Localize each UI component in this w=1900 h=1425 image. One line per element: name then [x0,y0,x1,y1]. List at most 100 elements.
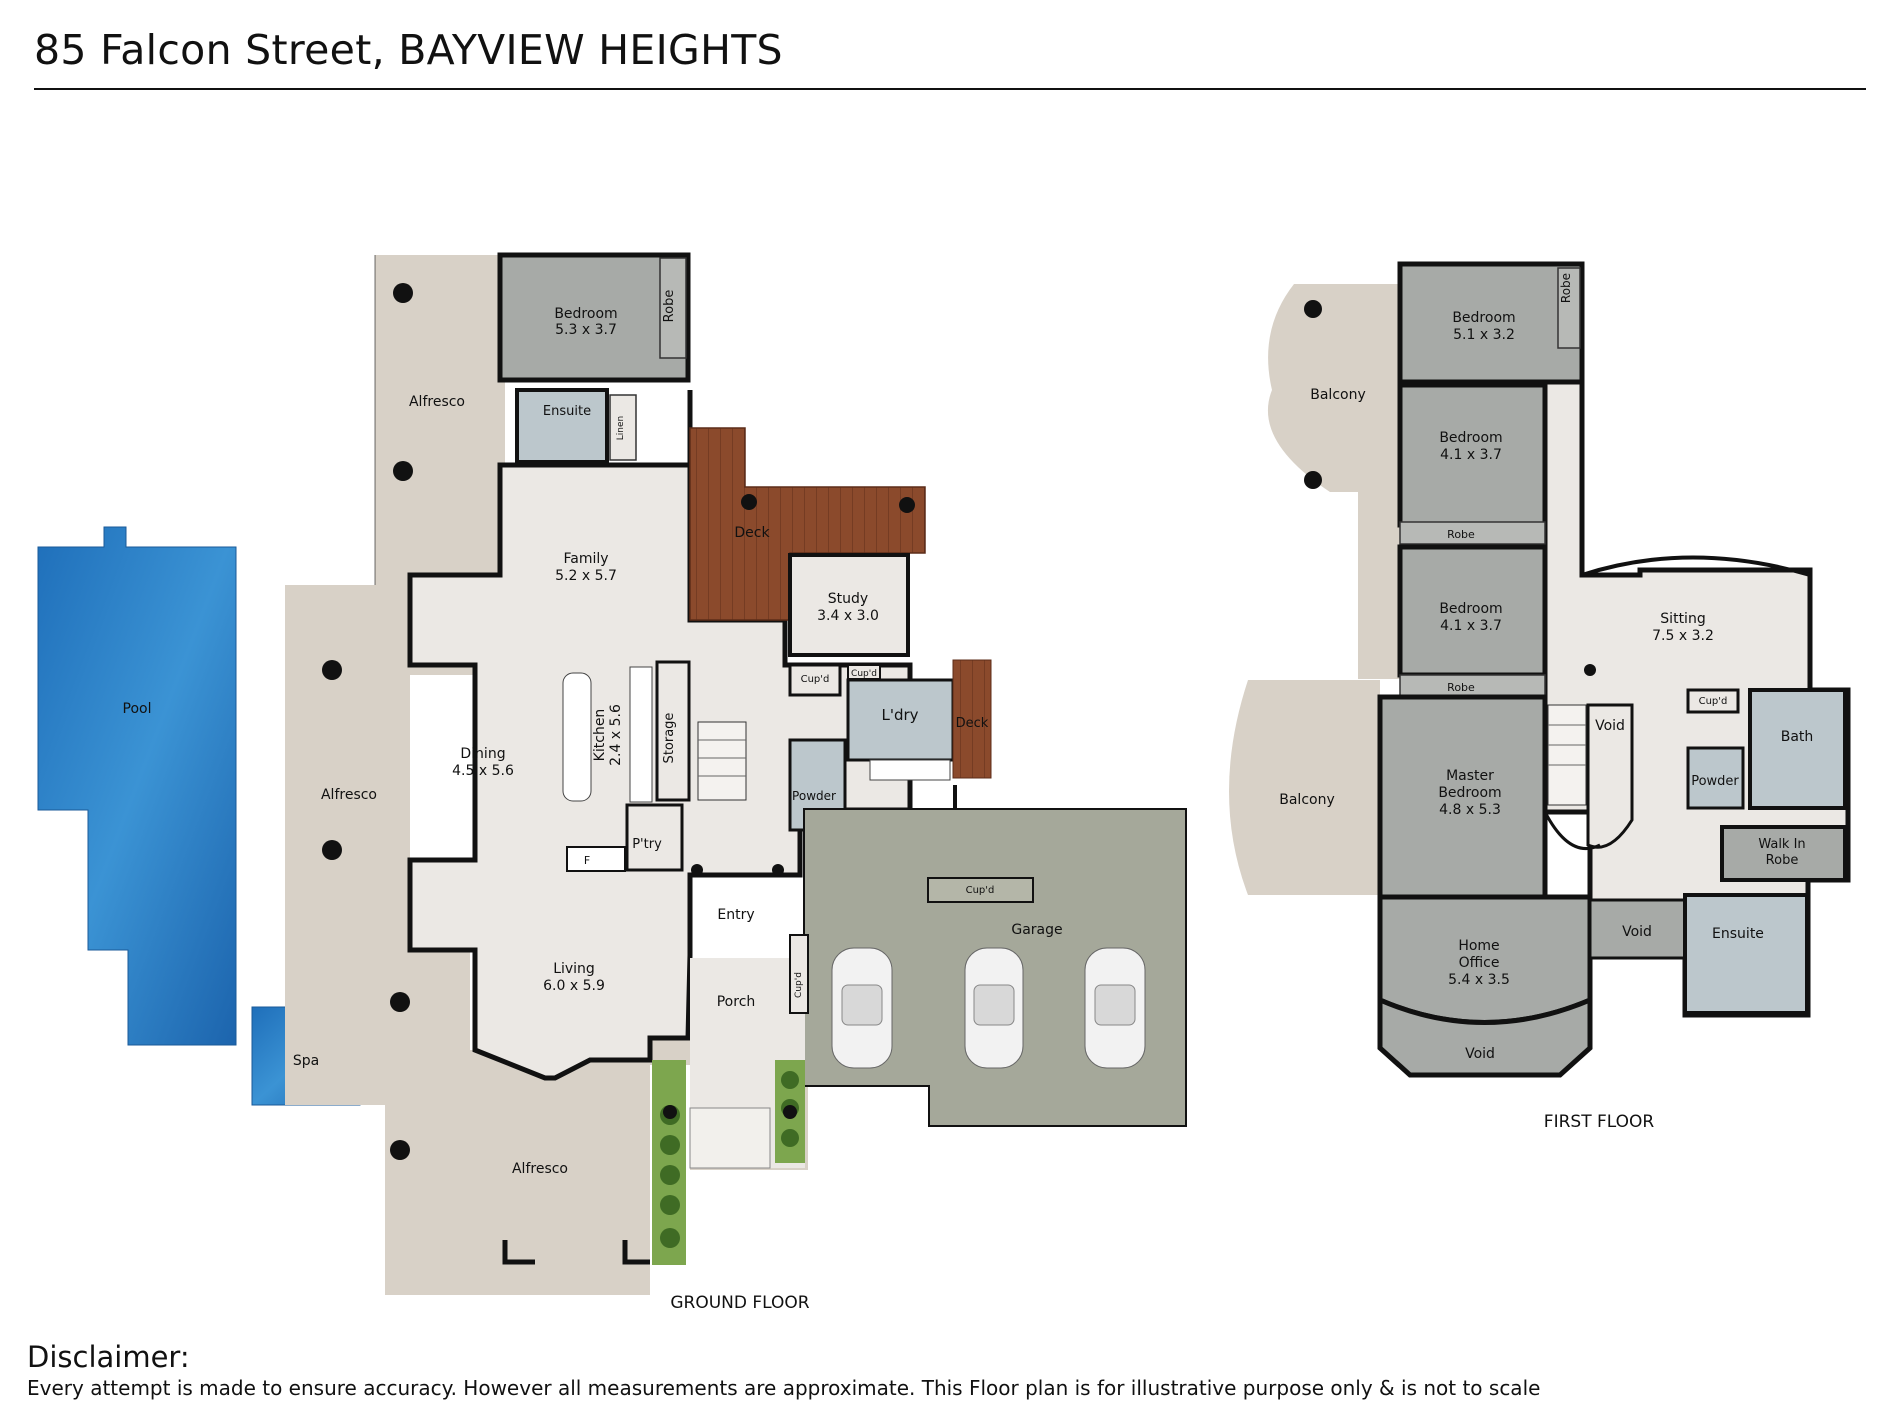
ground-floor-plan [37,252,1187,1295]
ff-balcony-top-label: Balcony [1310,387,1366,403]
ff-ensuite [1683,893,1809,1015]
ff-sitting-dims: 7.5 x 3.2 [1652,628,1714,644]
gf-laundry-bench [869,759,951,781]
gf-ensuite-label: Ensuite [543,404,591,419]
gf-bedroom-label: Bedroom [554,306,617,322]
ff-void-bottom-label: Void [1465,1046,1495,1062]
gf-laundry-label: L'dry [881,706,918,724]
gf-bedroom [497,252,691,383]
ff-bedroom-1-label: Bedroom [1452,310,1515,326]
gf-laundry [846,678,955,762]
fridge-bench [566,846,626,872]
ff-bedroom-3-label: Bedroom [1439,601,1502,617]
gf-powder-label: Powder [792,789,836,803]
car-2 [964,947,1024,1069]
ff-balcony-bottom-label: Balcony [1279,792,1335,808]
ff-void-mid-label: Void [1622,924,1652,940]
gf-dining-label: Dining [460,746,505,762]
gf-family-dims: 5.2 x 5.7 [555,568,617,584]
gf-entry-label: Entry [717,907,754,923]
ff-bedroom-2-label: Bedroom [1439,430,1502,446]
gf-robe [659,257,687,359]
gf-living-label: Living [553,961,595,977]
gf-study-label: Study [828,591,868,607]
ff-robe-1-label: Robe [1559,273,1573,303]
gf-cupd-porch [789,934,809,1014]
gf-cupd-garage [927,877,1034,903]
gf-linen [609,394,637,461]
gf-storage-label: Storage [662,713,677,764]
ff-balcony-bottom [1229,680,1380,895]
ff-cupd-label: Cup'd [1699,696,1728,707]
ff-powder-label: Powder [1691,774,1739,789]
gf-deck-label: Deck [734,525,770,541]
gf-spa-label: Spa [293,1053,319,1069]
ff-master-dims: 4.8 x 5.3 [1439,802,1501,818]
ff-walkin-label-2: Robe [1766,853,1799,868]
gf-deck [689,427,926,621]
storage-cupboard [655,660,691,802]
ground-floor-label: GROUND FLOOR [670,1293,809,1313]
first-floor-plan [1229,261,1851,1078]
ff-robe-1 [1557,267,1581,349]
gf-deck-small [952,659,992,779]
ff-bath [1748,688,1847,810]
ff-sitting-label: Sitting [1660,611,1705,627]
gf-linen-label: Linen [616,416,626,440]
gf-kitchen-dims: 2.4 x 5.6 [608,704,624,766]
gf-cupd-b-label: Cup'd [851,669,877,679]
ff-office-label-1: Home [1458,938,1499,954]
gf-fridge-label: F [584,854,590,867]
ff-bath-label: Bath [1781,729,1814,745]
gf-ensuite [515,388,609,464]
pool [37,526,237,1046]
ff-void-stair [1586,703,1634,849]
disclaimer-text: Every attempt is made to ensure accuracy… [27,1376,1541,1400]
gf-family-label: Family [563,551,608,567]
ff-master-label-2: Bedroom [1438,785,1501,801]
kitchen-island [562,672,592,802]
kitchen-bench [629,666,653,803]
gf-alfresco-bottom-label: Alfresco [512,1161,568,1177]
gf-garage-label: Garage [1011,922,1062,938]
gf-pantry-label: P'try [632,837,662,852]
ff-robe-2-label: Robe [1447,528,1475,541]
page-title: 85 Falcon Street, BAYVIEW HEIGHTS [34,26,783,74]
ff-bedroom-1 [1397,261,1585,385]
title-divider [34,88,1866,90]
ff-bedroom-1-dims: 5.1 x 3.2 [1453,327,1515,343]
ff-powder [1686,746,1745,810]
ff-robe-3-label: Robe [1447,681,1475,694]
ff-robe-2 [1399,521,1546,545]
ff-bedroom-3 [1397,544,1548,678]
ff-walkin-robe [1720,825,1847,882]
ff-bedroom-2 [1397,382,1548,528]
ff-master-label-1: Master [1446,768,1494,784]
gf-robe-label: Robe [662,290,677,323]
ff-walkin-label-1: Walk In [1758,837,1805,852]
gf-study [788,553,910,657]
gf-living-dims: 6.0 x 5.9 [543,978,605,994]
ff-office-label-2: Office [1459,955,1500,971]
ff-cupd [1686,688,1740,714]
ff-office-dims: 5.4 x 3.5 [1448,972,1510,988]
gf-stair [697,721,747,801]
gf-porch-label: Porch [717,994,756,1010]
ff-void-stair-label: Void [1595,718,1625,734]
gf-cupd-a [788,663,842,697]
gf-cupd-garage-label: Cup'd [966,885,995,896]
gf-alfresco-mid-label: Alfresco [321,787,377,803]
gf-cupd-porch-label: Cup'd [794,972,804,998]
gf-bedroom-dims: 5.3 x 3.7 [555,322,617,338]
gf-cupd-a-label: Cup'd [801,674,830,685]
ff-bedroom-3-dims: 4.1 x 3.7 [1440,618,1502,634]
car-3 [1084,947,1146,1069]
gf-pool-label: Pool [123,701,152,717]
ff-void-bottom [1377,996,1593,1078]
car-1 [831,947,893,1069]
gf-alfresco-top-label: Alfresco [409,394,465,410]
ff-ensuite-label: Ensuite [1712,926,1764,942]
pantry [625,803,684,872]
entry-steps [689,1107,771,1169]
